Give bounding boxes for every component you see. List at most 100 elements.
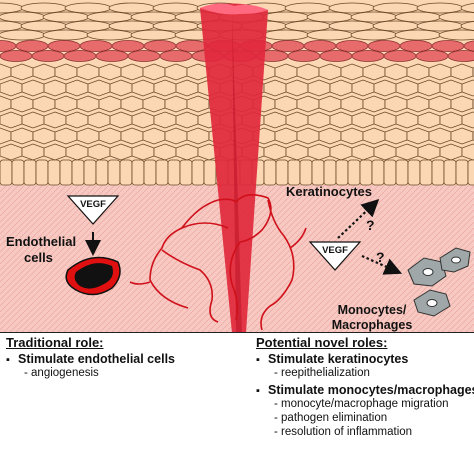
granular-cell [335, 40, 369, 52]
spinous-cell [296, 127, 320, 145]
spinous-cell [76, 127, 100, 145]
spinous-cell [307, 143, 331, 161]
spinous-cell [109, 111, 133, 129]
spinous-cell [120, 95, 144, 113]
spinous-cell [296, 95, 320, 113]
basal-cell [263, 159, 277, 186]
endothelial-label-line2: cells [24, 250, 53, 265]
granular-cell [271, 40, 305, 52]
flat-cell [130, 29, 178, 41]
granular-cell [15, 40, 49, 52]
spinous-cell [21, 143, 45, 161]
spinous-cell [32, 127, 56, 145]
basal-cell [347, 159, 361, 186]
flat-cell [460, 21, 474, 31]
spinous-cell [263, 79, 287, 97]
basal-cell [131, 159, 145, 186]
granular-cell [463, 40, 474, 52]
flat-cell [416, 2, 464, 14]
spinous-cell [164, 127, 188, 145]
basal-cell [59, 159, 73, 186]
spinous-cell [329, 79, 353, 97]
spinous-cell [76, 63, 100, 81]
basal-cell [0, 159, 13, 186]
granular-cell [127, 50, 161, 62]
spinous-cell [307, 111, 331, 129]
flat-cell [372, 2, 420, 14]
vegf-triangle-left: VEGF [66, 195, 120, 225]
spinous-cell [0, 111, 23, 129]
spinous-cell [318, 127, 342, 145]
novel-roles-panel: Potential novel roles: Stimulate keratin… [256, 335, 474, 439]
spinous-cell [175, 79, 199, 97]
basal-cell [467, 159, 474, 186]
spinous-cell [186, 127, 210, 145]
spinous-cell [153, 143, 177, 161]
flat-cell [20, 20, 68, 32]
spinous-cell [340, 95, 364, 113]
flat-cell [284, 20, 332, 32]
spinous-cell [43, 111, 67, 129]
spinous-cell [362, 127, 386, 145]
spinous-cell [373, 79, 397, 97]
spinous-cell [131, 143, 155, 161]
monocyte-icons [407, 247, 471, 317]
spinous-cell [285, 79, 309, 97]
flat-cell [372, 20, 420, 32]
flat-cell [350, 29, 398, 41]
spinous-cell [54, 95, 78, 113]
spinous-cell [142, 95, 166, 113]
basal-cell [311, 159, 325, 186]
spinous-cell [164, 63, 188, 81]
basal-cell [395, 159, 409, 186]
flat-cell [262, 29, 310, 41]
spinous-cell [98, 63, 122, 81]
question-mark-lower: ? [376, 249, 385, 265]
spinous-cell [450, 127, 474, 145]
flat-cell [394, 29, 442, 41]
basal-cell [407, 159, 421, 186]
spinous-layer [0, 63, 474, 161]
basal-cell [35, 159, 49, 186]
spinous-cell [307, 79, 331, 97]
spinous-cell [406, 63, 430, 81]
granular-cell [383, 50, 417, 62]
basal-cell [287, 159, 301, 186]
spinous-cell [461, 111, 474, 129]
granular-cell [63, 50, 97, 62]
novel-bullet-monocytes: Stimulate monocytes/macrophages [256, 383, 474, 397]
spinous-cell [417, 143, 441, 161]
novel-sub-migration: - monocyte/macrophage migration [274, 398, 449, 410]
spinous-cell [362, 63, 386, 81]
endothelial-label-line1: Endothelial [6, 234, 76, 249]
spinous-cell [351, 111, 375, 129]
flat-cell [460, 3, 474, 13]
spinous-cell [120, 127, 144, 145]
spinous-cell [186, 63, 210, 81]
spinous-cell [65, 111, 89, 129]
granular-cell [159, 50, 193, 62]
spinous-cell [417, 111, 441, 129]
spinous-cell [373, 143, 397, 161]
granular-cell [351, 50, 385, 62]
flat-cell [42, 29, 90, 41]
spinous-cell [395, 143, 419, 161]
granular-cell [143, 40, 177, 52]
spinous-cell [10, 63, 34, 81]
spinous-cell [120, 63, 144, 81]
flat-cell [152, 20, 200, 32]
flat-cell [130, 11, 178, 23]
spinous-cell [417, 79, 441, 97]
flat-cell [42, 11, 90, 23]
basal-cell [419, 159, 433, 186]
blood-vessels [129, 194, 307, 331]
spinous-cell [351, 143, 375, 161]
spinous-cell [175, 143, 199, 161]
novel-sub-pathogen: - pathogen elimination [274, 412, 388, 424]
basal-cell [383, 159, 397, 186]
spinous-cell [428, 95, 452, 113]
spinous-cell [439, 143, 463, 161]
novel-sub-reepithelialization: - reepithelialization [274, 367, 370, 379]
question-mark-upper: ? [366, 217, 375, 233]
spinous-cell [362, 95, 386, 113]
